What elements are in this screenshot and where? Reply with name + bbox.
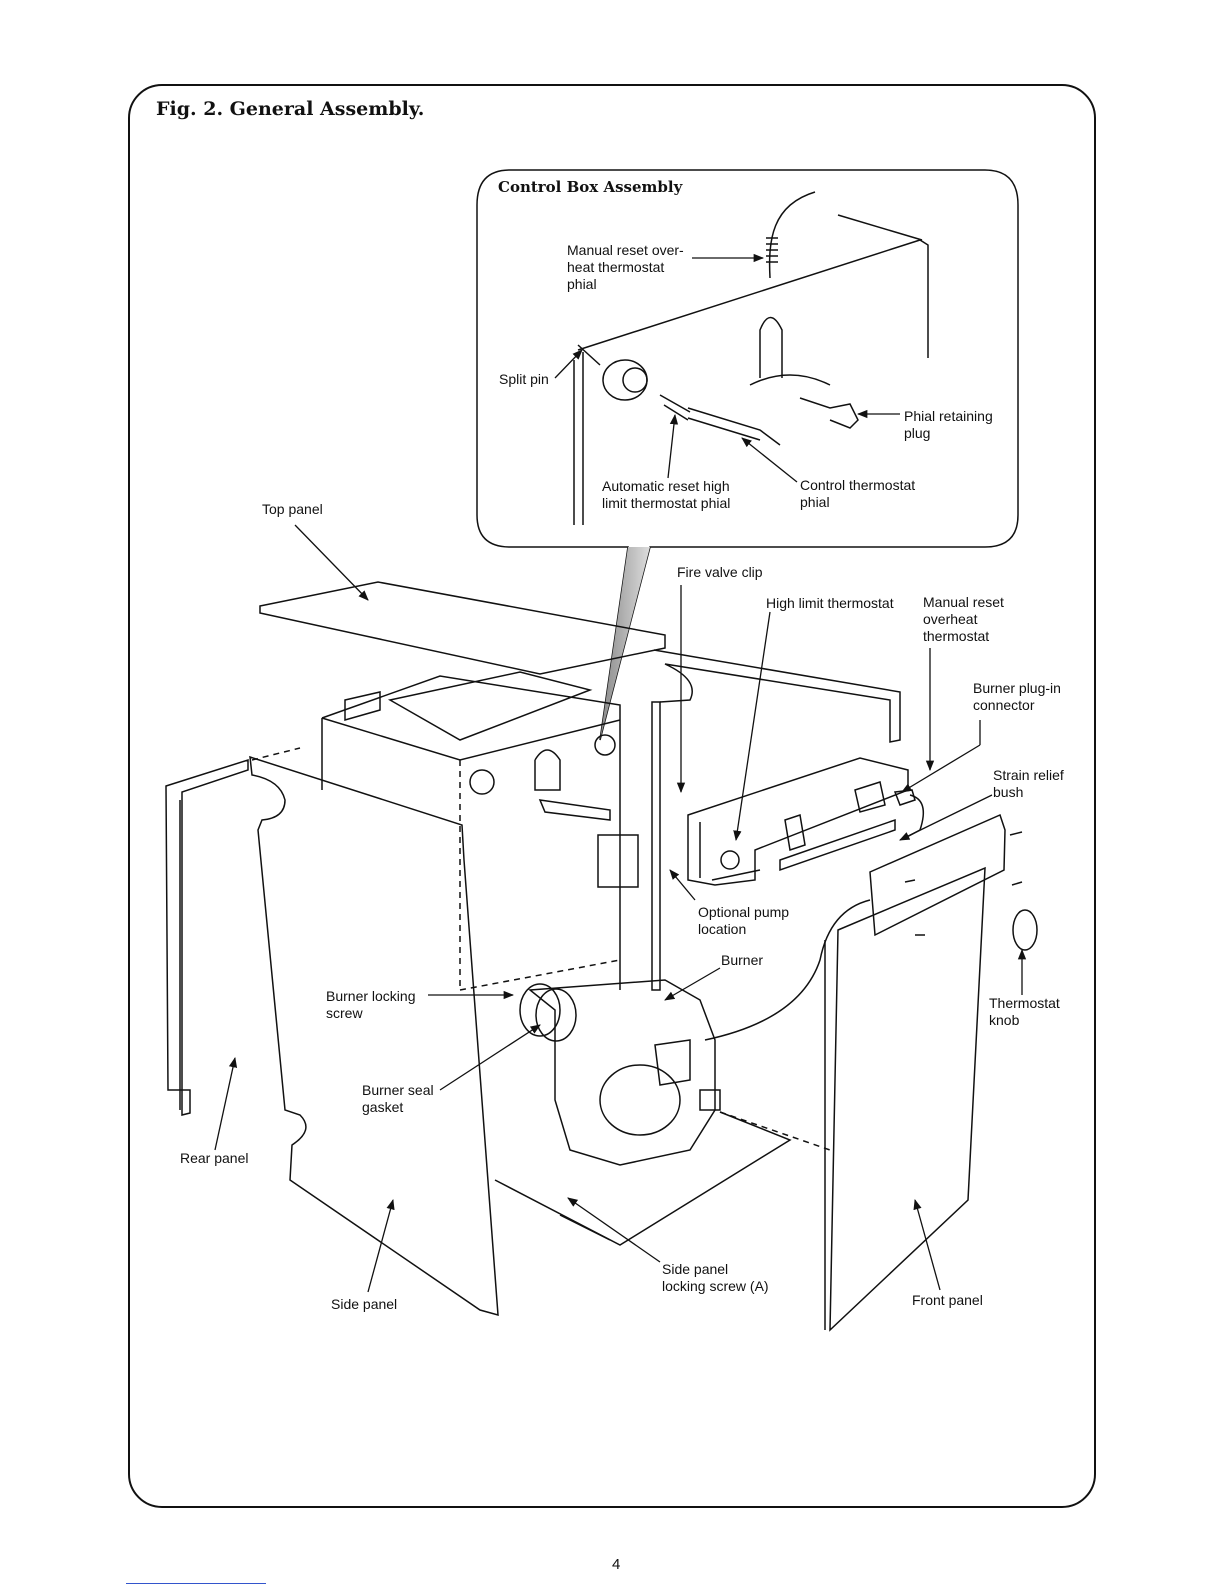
label-control-thermostat-phial: Control thermostat phial xyxy=(800,477,916,510)
label-manual-reset-overheat: Manual reset overheat thermostat xyxy=(923,594,1004,644)
front-panel-shape xyxy=(829,866,986,1332)
label-optional-pump-location: Optional pump location xyxy=(698,904,790,937)
label-manual-reset-phial: Manual reset over- heat thermostat phial xyxy=(567,242,684,292)
label-thermostat-knob: Thermostat knob xyxy=(989,995,1060,1028)
control-box-shape xyxy=(687,757,909,886)
label-strain-relief-bush: Strain relief bush xyxy=(993,767,1064,800)
label-burner-seal-gasket: Burner seal gasket xyxy=(362,1082,434,1115)
arrow-icon xyxy=(214,253,1027,1293)
side-panel-shape xyxy=(249,755,499,1317)
inset-title: Control Box Assembly xyxy=(498,178,683,196)
coil-icon xyxy=(766,237,778,263)
label-high-limit-thermostat: High limit thermostat xyxy=(766,595,894,611)
inset-zoom-wedge xyxy=(600,547,650,740)
label-burner-plugin-connector: Burner plug-in connector xyxy=(973,680,1061,713)
label-split-pin: Split pin xyxy=(499,371,549,387)
rear-panel-shape xyxy=(165,758,249,1116)
page-number: 4 xyxy=(612,1556,621,1573)
label-front-panel: Front panel xyxy=(912,1292,983,1308)
top-panel-shape xyxy=(259,581,666,675)
figure-frame xyxy=(128,84,1096,1508)
screw-icon xyxy=(904,831,1023,936)
thermostat-knob-icon xyxy=(1012,909,1038,951)
label-auto-reset-phial: Automatic reset high limit thermostat ph… xyxy=(602,478,731,511)
label-rear-panel: Rear panel xyxy=(180,1150,249,1166)
label-burner-locking-screw: Burner locking screw xyxy=(326,988,416,1021)
inset-callout-border xyxy=(476,169,1019,741)
label-side-panel-locking-screw: Side panel locking screw (A) xyxy=(662,1261,769,1294)
label-fire-valve-clip: Fire valve clip xyxy=(677,564,763,580)
label-phial-retaining-plug: Phial retaining plug xyxy=(904,408,993,441)
control-panel-shape xyxy=(869,813,1006,937)
burner-shape xyxy=(528,979,716,1166)
label-top-panel: Top panel xyxy=(262,501,323,517)
label-burner: Burner xyxy=(721,952,764,968)
label-side-panel: Side panel xyxy=(331,1296,398,1312)
figure-title: Fig. 2. General Assembly. xyxy=(156,98,425,120)
